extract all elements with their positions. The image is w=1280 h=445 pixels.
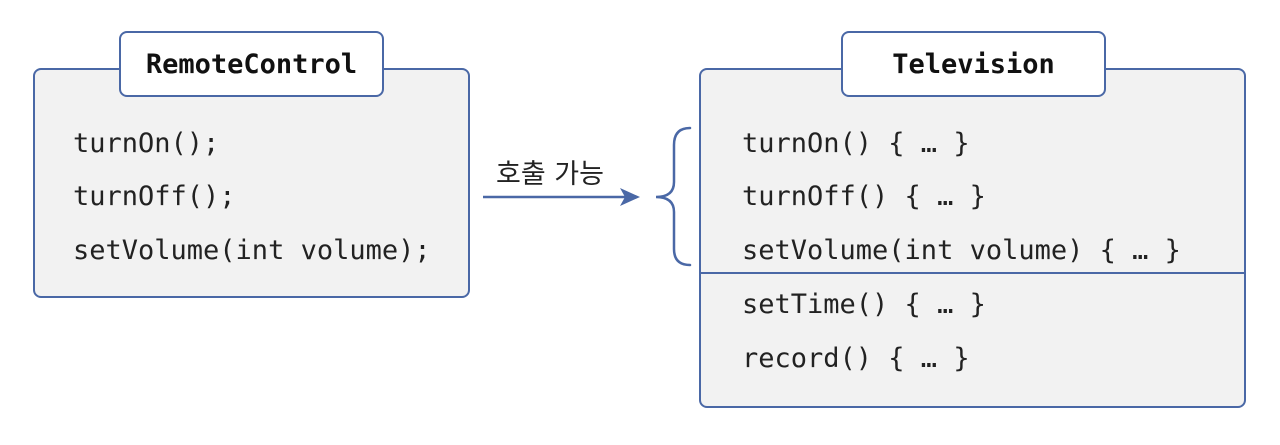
remote-method-turnoff: turnOff();	[73, 181, 236, 212]
television-title: Television	[841, 31, 1106, 97]
arrow-label: 호출 가능	[496, 159, 604, 190]
tv-method-turnon: turnOn() { … }	[742, 128, 970, 159]
remote-method-turnon: turnOn();	[73, 128, 220, 159]
remote-control-box	[33, 68, 470, 298]
television-divider	[701, 272, 1244, 274]
remote-method-setvolume: setVolume(int volume);	[73, 235, 431, 266]
tv-method-record: record() { … }	[742, 343, 970, 374]
tv-method-setvolume: setVolume(int volume) { … }	[742, 235, 1181, 266]
remote-control-title: RemoteControl	[119, 31, 384, 97]
tv-method-settime: setTime() { … }	[742, 289, 986, 320]
television-box	[699, 68, 1246, 408]
method-group-brace	[655, 126, 692, 267]
tv-method-turnoff: turnOff() { … }	[742, 181, 986, 212]
call-arrow	[483, 188, 640, 206]
